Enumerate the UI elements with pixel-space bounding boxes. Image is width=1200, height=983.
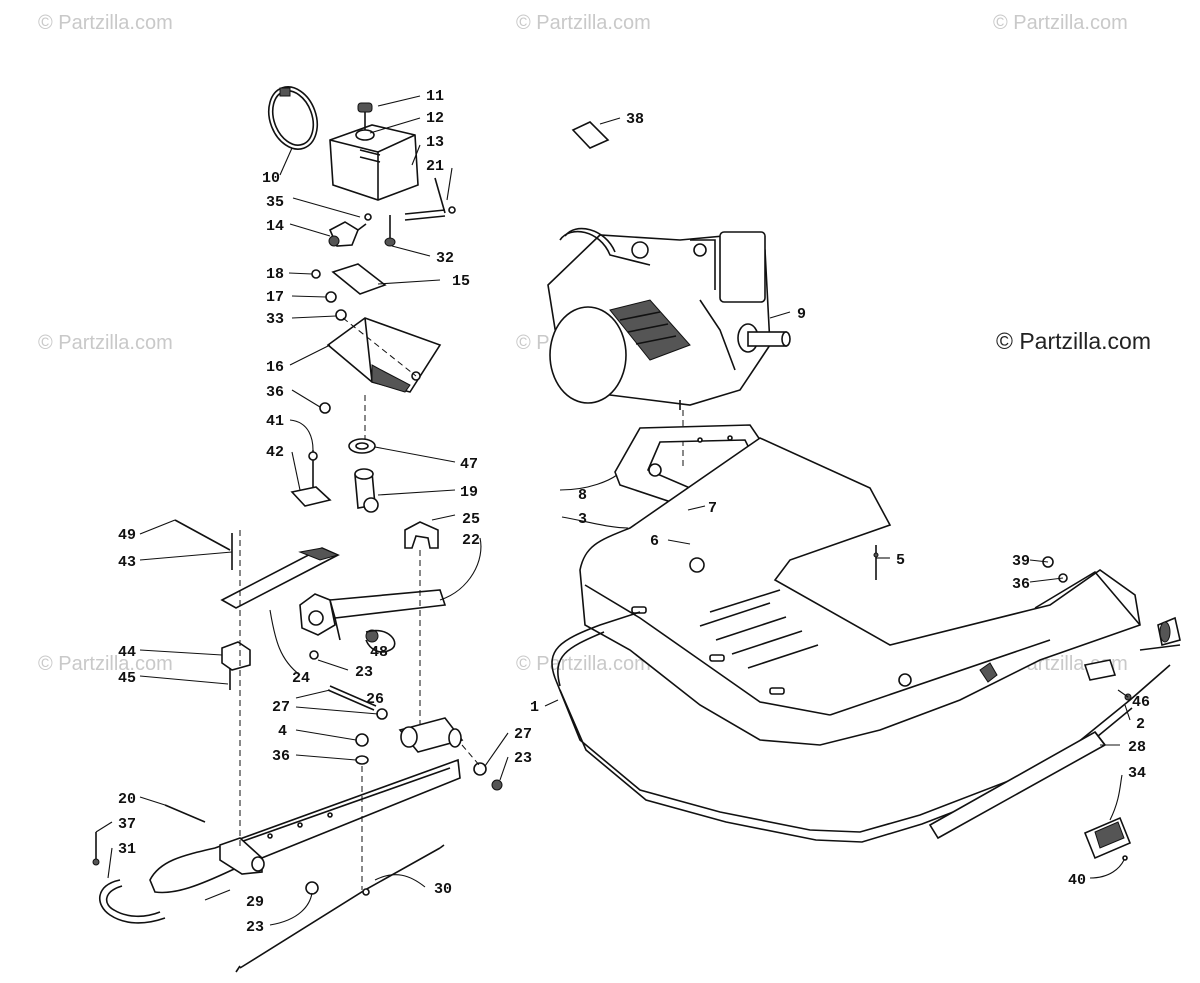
label-10: 10 <box>262 170 280 187</box>
saddle-clamp <box>404 521 439 725</box>
watermark-main: © Partzilla.com <box>996 328 1151 354</box>
bolt-washer-stack <box>311 269 347 321</box>
label-22: 22 <box>462 532 480 549</box>
label-5: 5 <box>896 552 905 569</box>
label-37: 37 <box>118 816 136 833</box>
label-36-top: 36 <box>266 384 284 401</box>
reflector <box>1083 816 1132 861</box>
label-14: 14 <box>266 218 284 235</box>
label-18: 18 <box>266 266 284 283</box>
label-15: 15 <box>452 273 470 290</box>
rear-bumper-cap <box>1157 616 1181 647</box>
steering-bracket <box>290 450 332 507</box>
label-36-mid: 36 <box>272 748 290 765</box>
label-31: 31 <box>118 841 136 858</box>
ski-pivot-block <box>221 641 251 690</box>
engine <box>547 227 791 470</box>
label-48: 48 <box>370 644 388 661</box>
pivot-bolt <box>327 685 388 720</box>
label-29: 29 <box>246 894 264 911</box>
steering-post <box>319 395 379 513</box>
label-19: 19 <box>460 484 478 501</box>
label-43: 43 <box>118 554 136 571</box>
label-8: 8 <box>578 487 587 504</box>
label-7: 7 <box>708 500 717 517</box>
label-33: 33 <box>266 311 284 328</box>
label-34: 34 <box>1128 765 1146 782</box>
label-44: 44 <box>118 644 136 661</box>
label-27-left: 27 <box>272 699 290 716</box>
label-26: 26 <box>366 691 384 708</box>
label-27-right: 27 <box>514 726 532 743</box>
fuel-tank-strap <box>267 86 319 150</box>
label-42: 42 <box>266 444 284 461</box>
label-17: 17 <box>266 289 284 306</box>
label-21: 21 <box>426 158 444 175</box>
steering-cover <box>326 317 442 393</box>
ski-spindle <box>355 717 503 791</box>
ski-loop-handle <box>92 832 166 924</box>
label-23-mid: 23 <box>355 664 373 681</box>
label-45: 45 <box>118 670 136 687</box>
leader-lines <box>95 95 1131 926</box>
watermark-top-left: © Partzilla.com <box>38 12 173 34</box>
fuel-tank <box>329 102 419 201</box>
steering-arm <box>174 519 340 609</box>
label-32: 32 <box>436 250 454 267</box>
label-6: 6 <box>650 533 659 550</box>
label-35: 35 <box>266 194 284 211</box>
label-30: 30 <box>434 881 452 898</box>
label-23-right: 23 <box>514 750 532 767</box>
label-28: 28 <box>1128 739 1146 756</box>
label-24: 24 <box>292 670 310 687</box>
label-39: 39 <box>1012 553 1030 570</box>
rail-bar <box>928 730 1107 840</box>
fuel-line <box>364 177 456 221</box>
ski-runner <box>235 844 445 973</box>
label-9: 9 <box>797 306 806 323</box>
label-16: 16 <box>266 359 284 376</box>
foam-pad <box>331 263 387 295</box>
label-46: 46 <box>1132 694 1150 711</box>
spindle-bracket <box>299 589 447 660</box>
watermark-top-right: © Partzilla.com <box>993 12 1128 34</box>
label-38: 38 <box>626 111 644 128</box>
watermark-mid-left: © Partzilla.com <box>38 332 173 354</box>
label-3: 3 <box>578 511 587 528</box>
label-4: 4 <box>278 723 287 740</box>
label-2: 2 <box>1136 716 1145 733</box>
label-41: 41 <box>266 413 284 430</box>
watermark-low-center: © Partzilla.com <box>516 653 651 675</box>
label-20: 20 <box>118 791 136 808</box>
fuel-valve <box>328 215 396 247</box>
part-labels: 11 12 13 21 10 35 14 32 18 15 17 33 16 3… <box>118 88 1150 936</box>
ski <box>149 530 461 895</box>
label-36-right: 36 <box>1012 576 1030 593</box>
rivet-clip <box>571 121 610 149</box>
chassis-pan <box>579 437 1141 746</box>
label-25: 25 <box>462 511 480 528</box>
label-47: 47 <box>460 456 478 473</box>
label-23-bottom: 23 <box>246 919 264 936</box>
watermark-top-center: © Partzilla.com <box>516 12 651 34</box>
label-49: 49 <box>118 527 136 544</box>
label-1: 1 <box>530 699 539 716</box>
label-40: 40 <box>1068 872 1086 889</box>
label-13: 13 <box>426 134 444 151</box>
label-11: 11 <box>426 88 444 105</box>
watermark-low-left: © Partzilla.com <box>38 653 173 675</box>
label-12: 12 <box>426 110 444 127</box>
